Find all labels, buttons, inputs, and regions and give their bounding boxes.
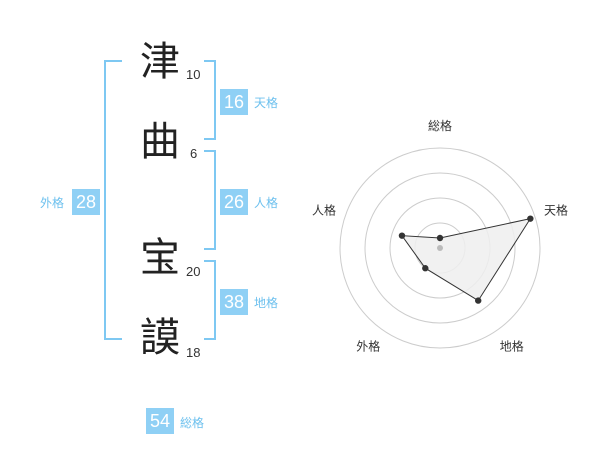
radar-axis-label-5: 人格 xyxy=(312,202,336,217)
radar-axis-label-3: 地格 xyxy=(500,339,524,354)
name-char-2: 曲 xyxy=(140,119,180,165)
tenkaku-label: 天格 xyxy=(254,96,279,110)
stroke-count-3: 20 xyxy=(186,264,201,279)
radar-axis-label-4: 外格 xyxy=(356,339,380,354)
soukaku-value: 54 xyxy=(146,408,174,434)
radar-dots xyxy=(398,215,534,304)
tenkaku-value: 16 xyxy=(220,89,248,115)
radar-ring-3 xyxy=(364,172,516,324)
radar-point-1 xyxy=(436,234,444,242)
jinkaku-bracket xyxy=(204,150,216,250)
stroke-count-1: 10 xyxy=(186,67,201,82)
jinkaku-value: 26 xyxy=(220,189,248,215)
gaikaku-label: 外格 xyxy=(40,196,65,210)
tenkaku-bracket xyxy=(204,60,216,140)
chikaku-value: 38 xyxy=(220,289,248,315)
gaikaku-bracket xyxy=(104,60,122,340)
name-char-1: 津 xyxy=(140,39,180,85)
chikaku-bracket xyxy=(204,260,216,340)
radar-rings xyxy=(339,147,541,349)
radar-point-3 xyxy=(475,297,482,304)
radar-axis-label-1: 総格 xyxy=(428,118,452,133)
gaikaku-value: 28 xyxy=(72,189,100,215)
radar-ring-4 xyxy=(339,147,541,349)
jinkaku-label: 人格 xyxy=(254,196,279,210)
soukaku-label: 総格 xyxy=(180,416,205,430)
name-char-3: 宝 xyxy=(140,235,180,281)
chikaku-label: 地格 xyxy=(254,296,279,310)
stroke-count-4: 18 xyxy=(186,345,201,360)
name-char-4: 謨 xyxy=(140,315,180,361)
radar-point-5 xyxy=(398,232,406,239)
radar-axis-label-2: 天格 xyxy=(544,202,568,217)
stroke-count-2: 6 xyxy=(190,146,198,161)
radar-point-4 xyxy=(422,265,429,272)
radar-polygon xyxy=(400,217,532,302)
radar-center-dot xyxy=(437,245,443,251)
radar-point-2 xyxy=(527,215,534,222)
